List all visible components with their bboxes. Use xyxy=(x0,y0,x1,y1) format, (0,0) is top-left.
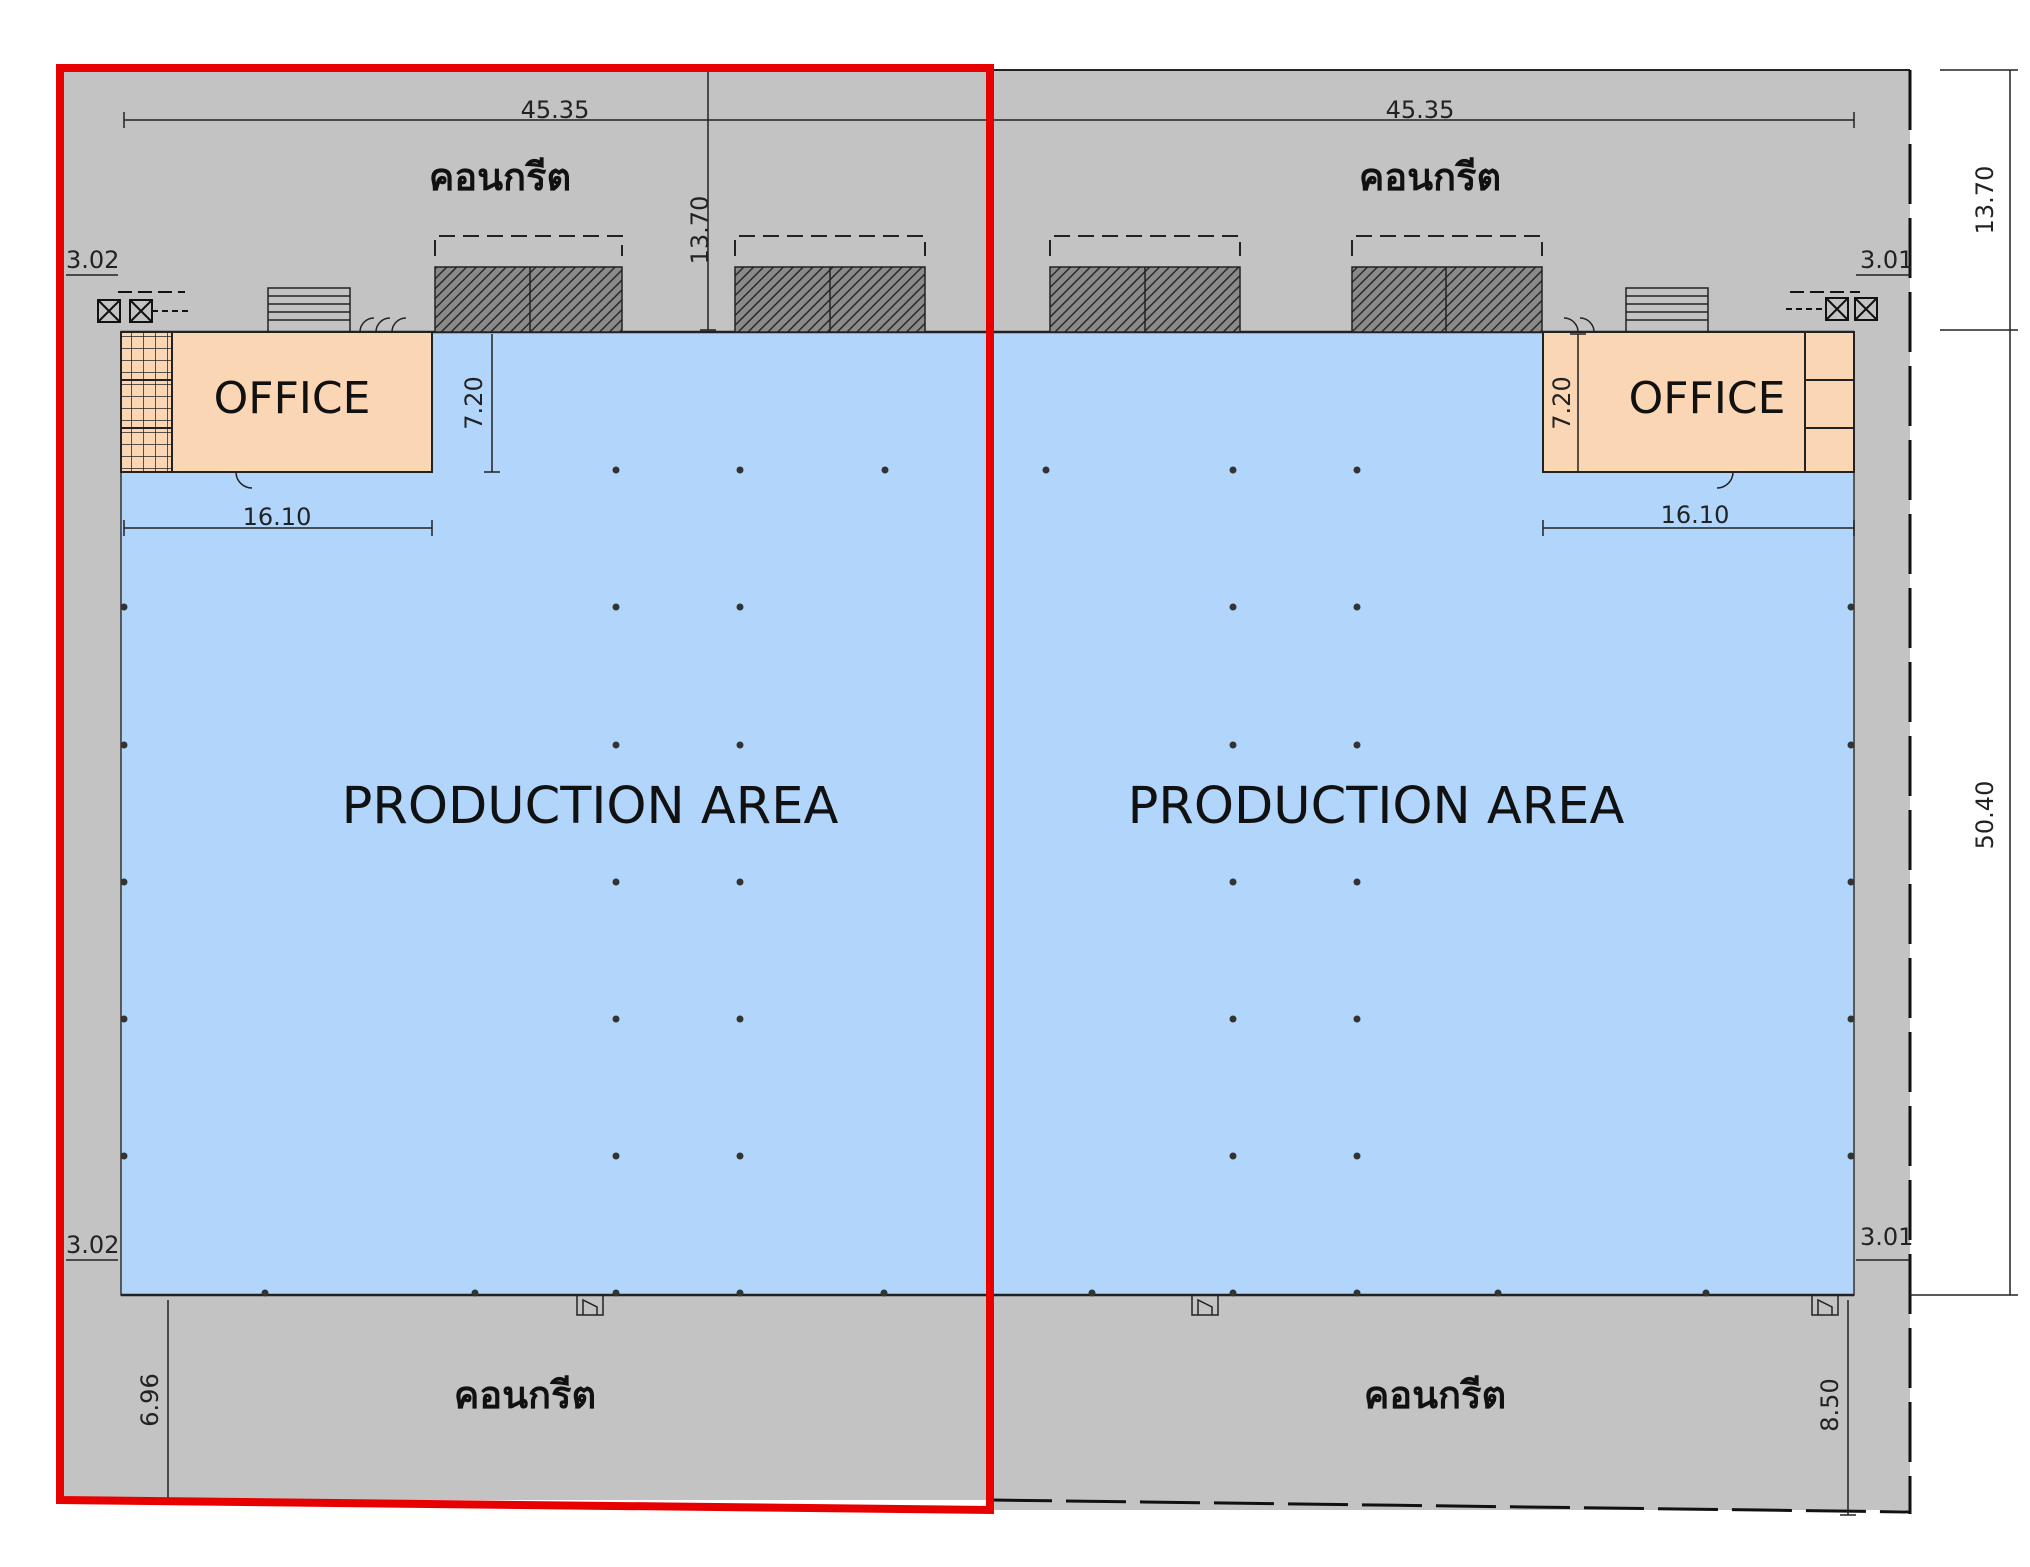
column-marker xyxy=(1229,741,1237,749)
column-marker xyxy=(1353,1152,1361,1160)
column-marker xyxy=(736,878,744,886)
bottom-apron-label-left: 6.96 xyxy=(136,1373,164,1426)
column-marker xyxy=(736,603,744,611)
side-offset-label-bottom-right: 3.01 xyxy=(1860,1223,1913,1251)
building-depth-dimension-label: 50.40 xyxy=(1971,781,1999,850)
column-marker xyxy=(1229,1289,1237,1297)
column-marker xyxy=(736,1152,744,1160)
concrete-label-top-right: คอนกรีต xyxy=(1359,155,1501,199)
column-marker xyxy=(1847,1152,1855,1160)
column-marker xyxy=(120,878,128,886)
side-offset-label-top-right: 3.01 xyxy=(1860,246,1913,274)
column-marker xyxy=(612,1015,620,1023)
production-area-label-left: PRODUCTION AREA xyxy=(342,777,839,836)
concrete-label-bottom-left: คอนกรีต xyxy=(454,1373,596,1417)
column-marker xyxy=(120,603,128,611)
production-area-label-right: PRODUCTION AREA xyxy=(1128,777,1625,836)
column-marker xyxy=(120,1152,128,1160)
column-marker xyxy=(1229,878,1237,886)
column-marker xyxy=(1042,466,1050,474)
column-marker xyxy=(1702,1289,1710,1297)
column-marker xyxy=(1088,1289,1096,1297)
column-marker xyxy=(736,741,744,749)
rear-doors xyxy=(576,1294,1839,1316)
structural-columns xyxy=(120,466,1855,1297)
front-apron-dimension-label: 13.70 xyxy=(686,196,714,265)
column-marker xyxy=(612,466,620,474)
column-marker xyxy=(261,1289,269,1297)
width-dimension-label-right: 45.35 xyxy=(1386,96,1455,124)
site-boundary-bottom xyxy=(991,1498,1911,1514)
column-marker xyxy=(1847,878,1855,886)
loading-dock xyxy=(1351,266,1543,333)
column-marker xyxy=(1494,1289,1502,1297)
toilet-block-left xyxy=(120,331,173,473)
office-width-label-left: 16.10 xyxy=(243,503,312,531)
column-marker xyxy=(736,1289,744,1297)
side-offset-label-top-left: 3.02 xyxy=(66,246,119,274)
column-marker xyxy=(736,1015,744,1023)
column-marker xyxy=(736,466,744,474)
toilet-block-right xyxy=(1804,331,1855,473)
production-area-right xyxy=(990,331,1855,1296)
concrete-label-bottom-right: คอนกรีต xyxy=(1364,1373,1506,1417)
column-marker xyxy=(881,466,889,474)
column-marker xyxy=(120,741,128,749)
column-marker xyxy=(1847,1015,1855,1023)
entry-stairs xyxy=(267,287,1709,333)
column-marker xyxy=(1353,466,1361,474)
column-marker xyxy=(1353,1015,1361,1023)
column-marker xyxy=(612,878,620,886)
column-marker xyxy=(1353,1289,1361,1297)
column-marker xyxy=(1229,466,1237,474)
column-marker xyxy=(1353,878,1361,886)
office-width-label-right: 16.10 xyxy=(1661,501,1730,529)
loading-dock xyxy=(434,266,623,333)
right-front-dimension-label: 13.70 xyxy=(1971,166,1999,235)
office-depth-label-left: 7.20 xyxy=(460,376,488,429)
office-label-right: OFFICE xyxy=(1629,373,1786,424)
office-depth-label-right: 7.20 xyxy=(1548,376,1576,429)
column-marker xyxy=(1847,741,1855,749)
office-room-right xyxy=(1542,331,1806,473)
highlight-boundary-left-unit xyxy=(56,64,994,1515)
column-marker xyxy=(612,741,620,749)
bottom-apron-label-right: 8.50 xyxy=(1816,1378,1844,1431)
column-marker xyxy=(1353,741,1361,749)
loading-docks xyxy=(434,235,1543,333)
office-door-swings xyxy=(235,471,1734,489)
column-marker xyxy=(120,1015,128,1023)
column-marker xyxy=(880,1289,888,1297)
column-marker xyxy=(612,603,620,611)
ac-units xyxy=(97,291,1878,323)
column-marker xyxy=(1229,1015,1237,1023)
column-marker xyxy=(612,1289,620,1297)
column-marker xyxy=(1229,603,1237,611)
office-label-left: OFFICE xyxy=(214,373,371,424)
concrete-label-top-left: คอนกรีต xyxy=(429,155,571,199)
dock-dividers xyxy=(529,267,1447,332)
column-marker xyxy=(471,1289,479,1297)
width-dimension-label-left: 45.35 xyxy=(521,96,590,124)
column-marker xyxy=(612,1152,620,1160)
column-marker xyxy=(1847,603,1855,611)
column-marker xyxy=(1229,1152,1237,1160)
toilet-partitions xyxy=(121,379,1854,429)
side-offset-label-bottom-left: 3.02 xyxy=(66,1231,119,1259)
dimension-lines xyxy=(66,69,2018,1516)
column-marker xyxy=(1353,603,1361,611)
